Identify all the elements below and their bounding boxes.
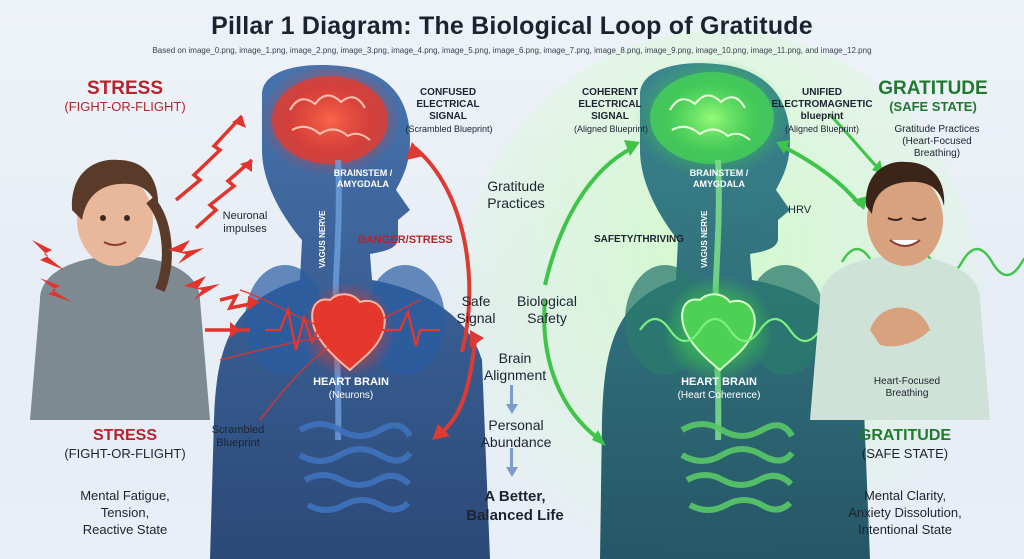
page-subtitle: Based on image_0.png, image_1.png, image… [152,46,872,55]
stress-lightning [32,240,220,302]
stress-intestines [298,421,413,513]
stress-heart [311,293,386,372]
gratitude-heading-top: GRATITUDE [878,78,988,99]
stress-brainstem-label: BRAINSTEM /AMYGDALA [333,168,393,189]
gratitude-brainstem-label: BRAINSTEM /AMYGDALA [689,168,749,189]
stress-heading-bottom-sub: (FIGHT-OR-FLIGHT) [64,446,186,461]
gratitude-state-list: Mental Clarity,Anxiety Dissolution,Inten… [848,488,962,537]
better-life-label: A Better,Balanced Life [466,488,564,524]
gratitude-coherence-wave [639,317,821,343]
stress-vagus-label: VAGUS NERVE [318,210,327,269]
gratitude-vagus-label: VAGUS NERVE [700,210,709,269]
stress-ecg-line [265,299,440,361]
center-down-arrows [506,385,518,477]
coherent-signal-sub: (Aligned Blueprint) [573,124,649,134]
hrv-label: HRV [788,204,812,216]
unified-blueprint-sub: (Aligned Blueprint) [784,124,860,134]
gratitude-intestines [680,421,795,513]
stressed-person [30,159,210,420]
confused-signal-sub: (Scrambled Blueprint) [405,124,493,134]
safety-thriving-label: SAFETY/THRIVING [594,234,685,245]
calm-person [810,161,990,420]
gratitude-heading-top-sub: (SAFE STATE) [889,99,977,114]
stress-heading-bottom: STRESS [92,427,157,444]
gratitude-heart [681,293,756,372]
gratitude-heart-brain-sub: (Heart Coherence) [677,390,761,401]
stress-heading-top: STRESS [86,78,164,99]
gratitude-heading-bottom-sub: (SAFE STATE) [861,446,949,461]
gratitude-heart-brain-label: HEART BRAIN [681,376,757,388]
stress-arrows [174,114,254,311]
stress-state-list: Mental Fatigue,Tension,Reactive State [80,488,170,537]
gratitude-heading-bottom: GRATITUDE [858,427,952,444]
stress-heading-top-sub: (FIGHT-OR-FLIGHT) [64,99,186,114]
page-title: Pillar 1 Diagram: The Biological Loop of… [211,12,813,40]
stress-heart-brain-sub: (Neurons) [328,390,374,401]
danger-stress-label: DANGER/STRESS [358,234,453,246]
stress-heart-brain-label: HEART BRAIN [313,376,389,388]
